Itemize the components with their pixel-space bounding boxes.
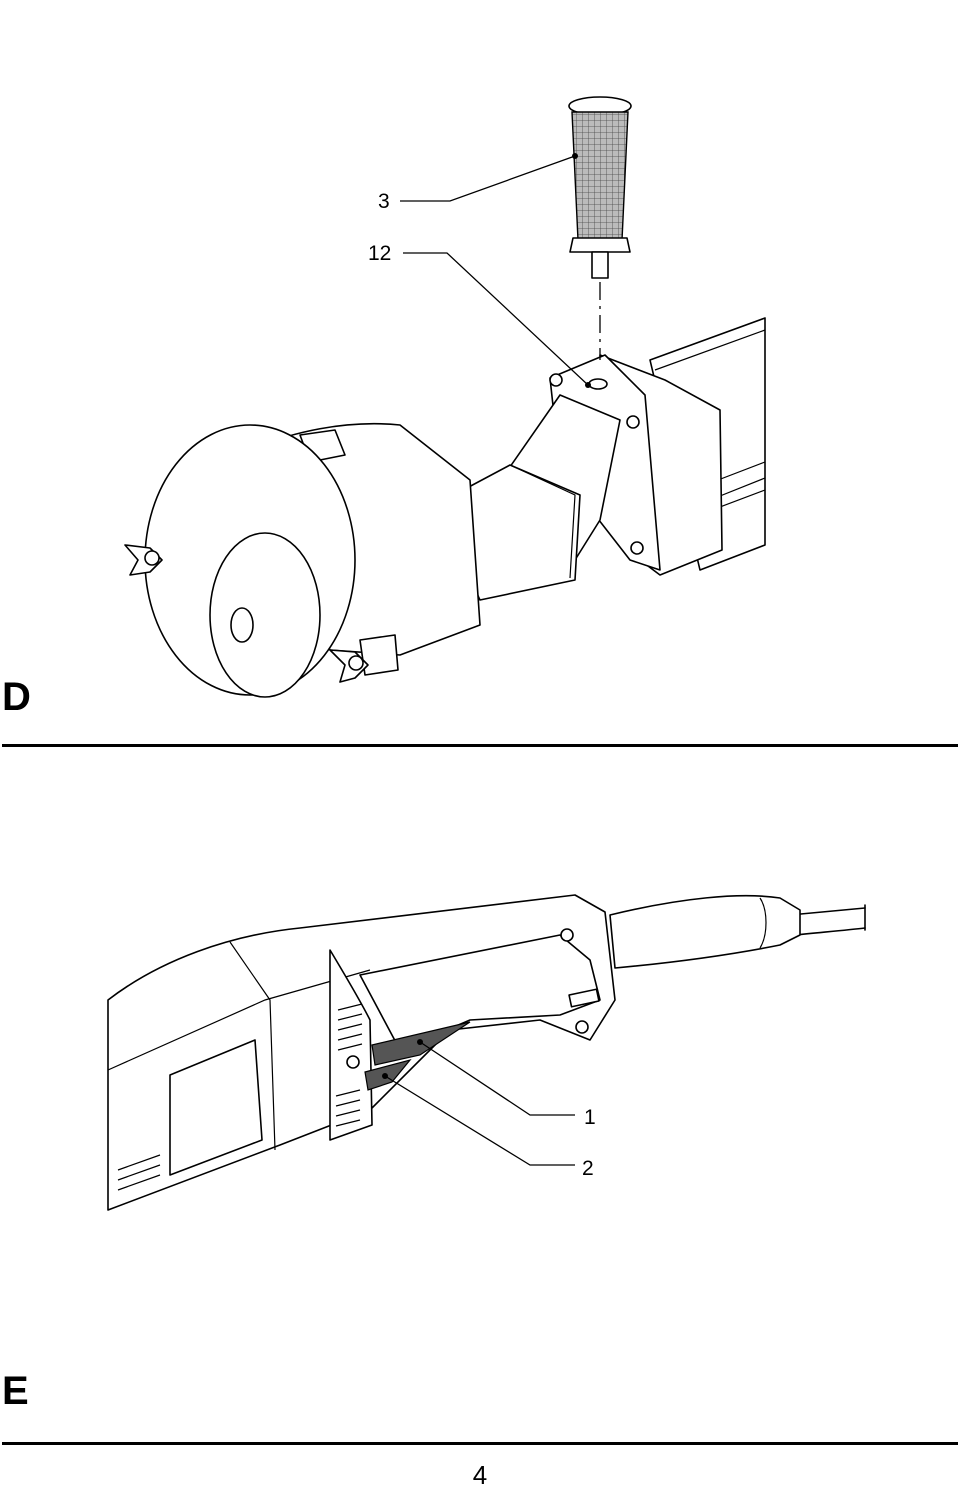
divider-rule <box>2 744 958 747</box>
side-handle <box>568 96 632 360</box>
wing-nut-icon <box>124 544 163 576</box>
footer-rule <box>2 1442 958 1445</box>
wing-nut-icon <box>329 649 369 683</box>
cutting-disc <box>144 424 356 698</box>
figure-label-e: E <box>2 1369 29 1413</box>
power-cable <box>789 904 866 936</box>
callout-2: 2 <box>582 1157 594 1180</box>
callout-3: 3 <box>378 190 390 213</box>
figure-e-drawing <box>107 894 866 1211</box>
callout-12: 12 <box>368 242 392 265</box>
page-number: 4 <box>472 1460 488 1490</box>
rear-handle <box>609 894 801 969</box>
leader-line-2 <box>384 1075 575 1166</box>
figure-label-d: D <box>2 675 31 719</box>
leader-line-12 <box>403 252 589 386</box>
air-vents <box>117 1003 363 1191</box>
figure-d-drawing <box>124 96 766 698</box>
callout-1: 1 <box>584 1106 596 1129</box>
leader-line-1 <box>419 1041 575 1116</box>
trigger-switch <box>359 928 601 1091</box>
leader-line-3 <box>400 155 576 202</box>
